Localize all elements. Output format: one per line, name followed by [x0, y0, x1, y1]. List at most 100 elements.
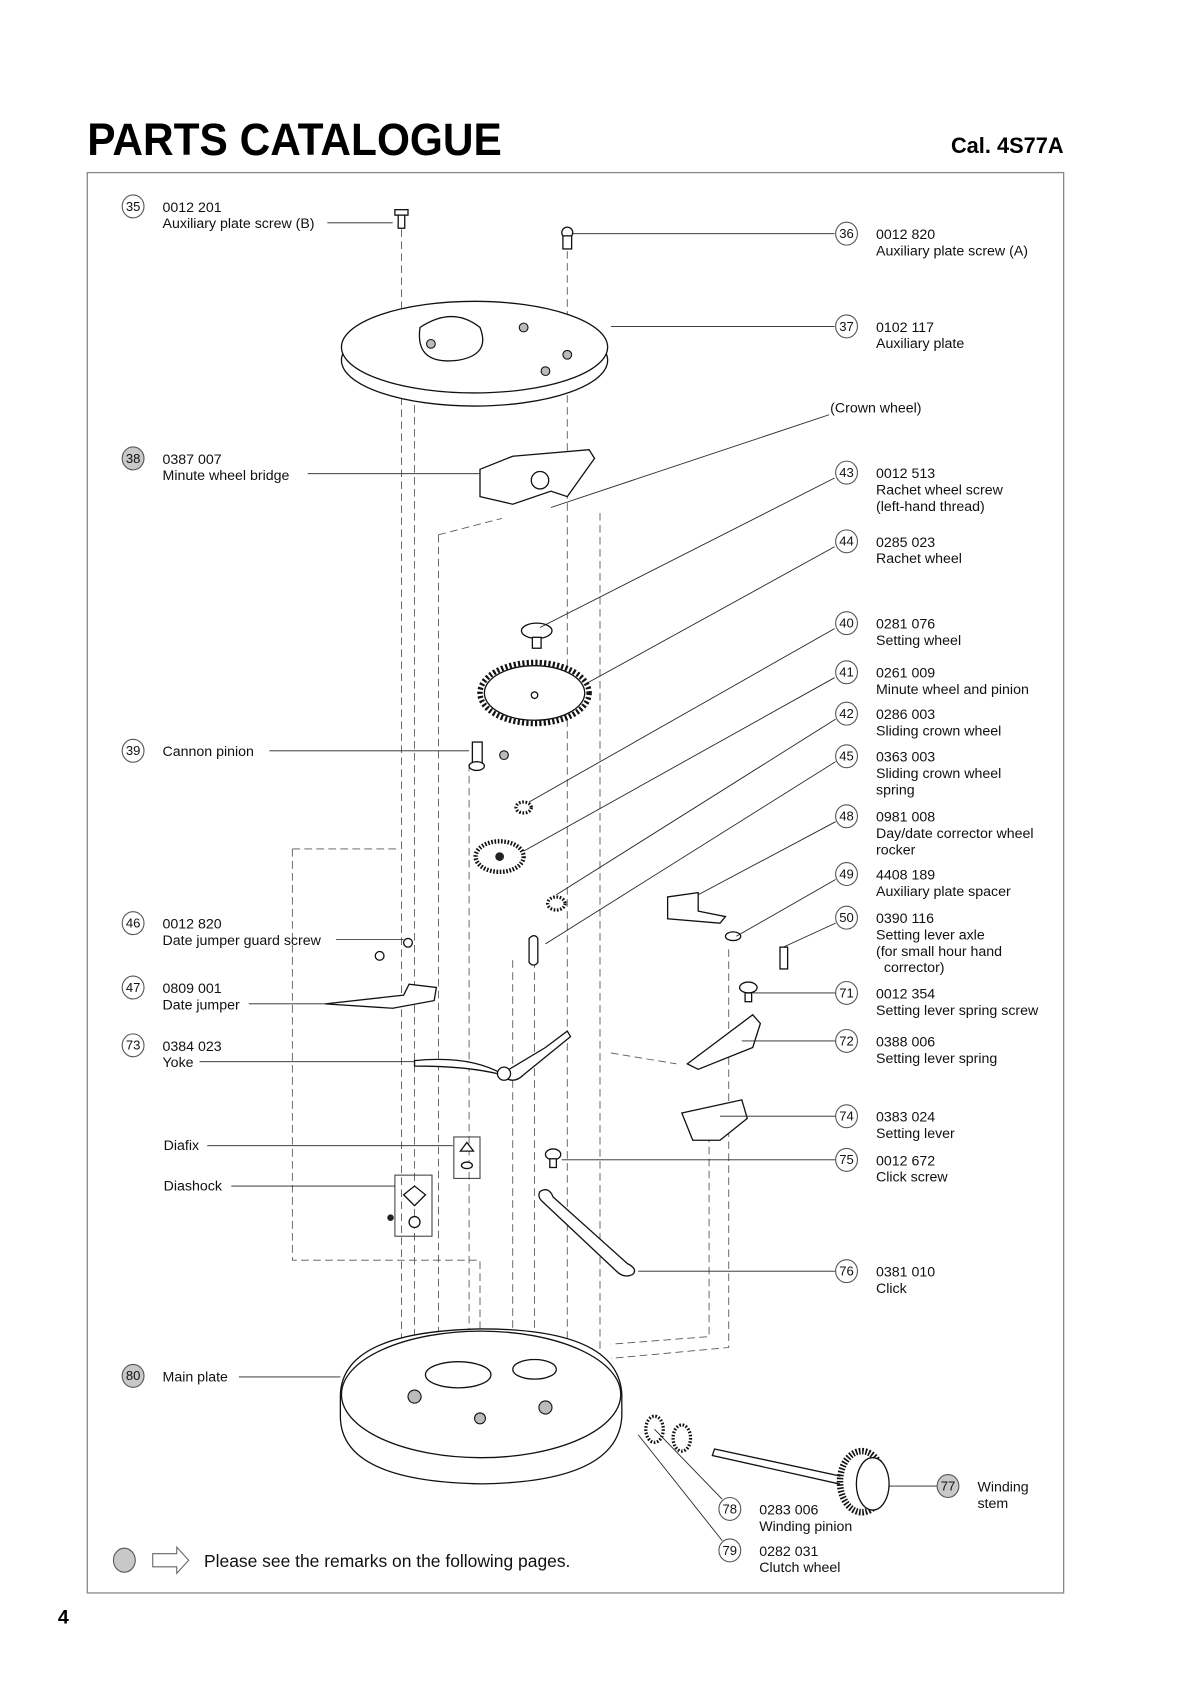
part-number: 43 [839, 465, 854, 480]
part-name: stem [977, 1496, 1008, 1512]
rachet-wheel [477, 659, 592, 727]
part-name: corrector) [876, 960, 945, 976]
crown-wheel-label: (Crown wheel) [550, 401, 922, 508]
part-number-circle [121, 194, 145, 219]
part-code: 0012 820 [163, 917, 222, 933]
part-name: Auxiliary plate screw (A) [876, 244, 1028, 260]
part-code: 0285 023 [876, 535, 935, 551]
part-name: Cannon pinion [163, 744, 254, 760]
diafix-box [453, 1136, 481, 1179]
leader-line [556, 718, 836, 896]
part-name: Winding pinion [759, 1519, 852, 1535]
part-number: 45 [839, 749, 854, 764]
crown-wheel-text: (Crown wheel) [830, 401, 921, 417]
part-name: Setting lever spring screw [876, 1003, 1039, 1019]
minute-wheel-bridge [479, 448, 596, 505]
part-number-circle [835, 660, 858, 685]
part-name: Main plate [163, 1369, 229, 1385]
part-number-circle [121, 1363, 145, 1388]
callout-39: 39 Cannon pinion [121, 738, 470, 763]
part-name: Date jumper [163, 997, 240, 1013]
part-name: Clutch wheel [759, 1560, 840, 1576]
part-number-circle [835, 804, 858, 829]
diashock-text: Diashock [164, 1178, 223, 1194]
part-name: Minute wheel and pinion [876, 682, 1029, 698]
part-number-circle [835, 611, 858, 636]
winding-stem [711, 1447, 890, 1516]
part-code: 0012 672 [876, 1153, 935, 1169]
part-number: 78 [723, 1501, 738, 1516]
part-number: 50 [839, 910, 854, 925]
part-number-circle [718, 1538, 742, 1563]
part-number-circle [835, 905, 858, 930]
part-number: 37 [839, 319, 854, 334]
auxiliary-plate-spacer [724, 931, 742, 942]
part-number: 38 [126, 451, 141, 466]
part-number: 36 [839, 226, 854, 241]
minute-wheel-and-pinion [473, 839, 526, 875]
part-number-circle [835, 1028, 858, 1053]
part-name: Auxiliary plate screw (B) [163, 216, 315, 232]
part-code: 0102 117 [876, 320, 934, 336]
part-name: Minute wheel bridge [163, 468, 290, 484]
leader-line [528, 628, 835, 803]
part-number-circle [835, 862, 858, 887]
sliding-crown-wheel-spring [528, 935, 539, 966]
part-name: Setting lever [876, 1126, 955, 1142]
setting-lever [680, 1099, 749, 1141]
part-number: 73 [126, 1038, 141, 1053]
part-number: 49 [839, 866, 854, 881]
part-code: 0261 009 [876, 666, 935, 682]
remark-marker-icon [112, 1547, 136, 1573]
part-code: 0281 076 [876, 617, 935, 633]
part-code: 0387 007 [163, 452, 222, 468]
part-code: 0981 008 [876, 810, 935, 826]
part-number: 77 [941, 1478, 956, 1493]
part-name: Auxiliary plate spacer [876, 884, 1011, 900]
part-number: 47 [126, 980, 141, 995]
winding-pinion-and-clutch [644, 1414, 693, 1453]
page-number: 4 [58, 1607, 69, 1629]
part-code: 0012 201 [163, 200, 222, 216]
part-code: 0390 116 [876, 911, 934, 927]
part-number: 79 [723, 1543, 738, 1558]
part-name: Rachet wheel [876, 551, 962, 567]
part-number: 48 [839, 809, 854, 824]
part-number-circle [936, 1474, 960, 1499]
leader-line [539, 477, 835, 628]
setting-lever-spring [686, 1013, 762, 1071]
part-number-circle [835, 744, 858, 769]
part-number-circle [121, 738, 145, 763]
part-code: 0012 513 [876, 466, 935, 482]
auxiliary-plate [340, 300, 609, 407]
part-number: 39 [126, 743, 141, 758]
setting-lever-spring-screw [738, 981, 758, 1003]
part-name: rocker [876, 842, 916, 858]
part-name: Sliding crown wheel [876, 766, 1001, 782]
leader-line [783, 922, 836, 948]
part-code: 0283 006 [759, 1502, 818, 1518]
part-number: 76 [839, 1263, 854, 1278]
part-number-circle [121, 446, 145, 471]
part-code: 0384 023 [163, 1039, 222, 1055]
part-number: 40 [839, 616, 854, 631]
part-name: Click screw [876, 1170, 948, 1186]
diagram-frame [86, 171, 1065, 1594]
part-code: 4408 189 [876, 868, 935, 884]
part-number-circle [835, 221, 858, 246]
